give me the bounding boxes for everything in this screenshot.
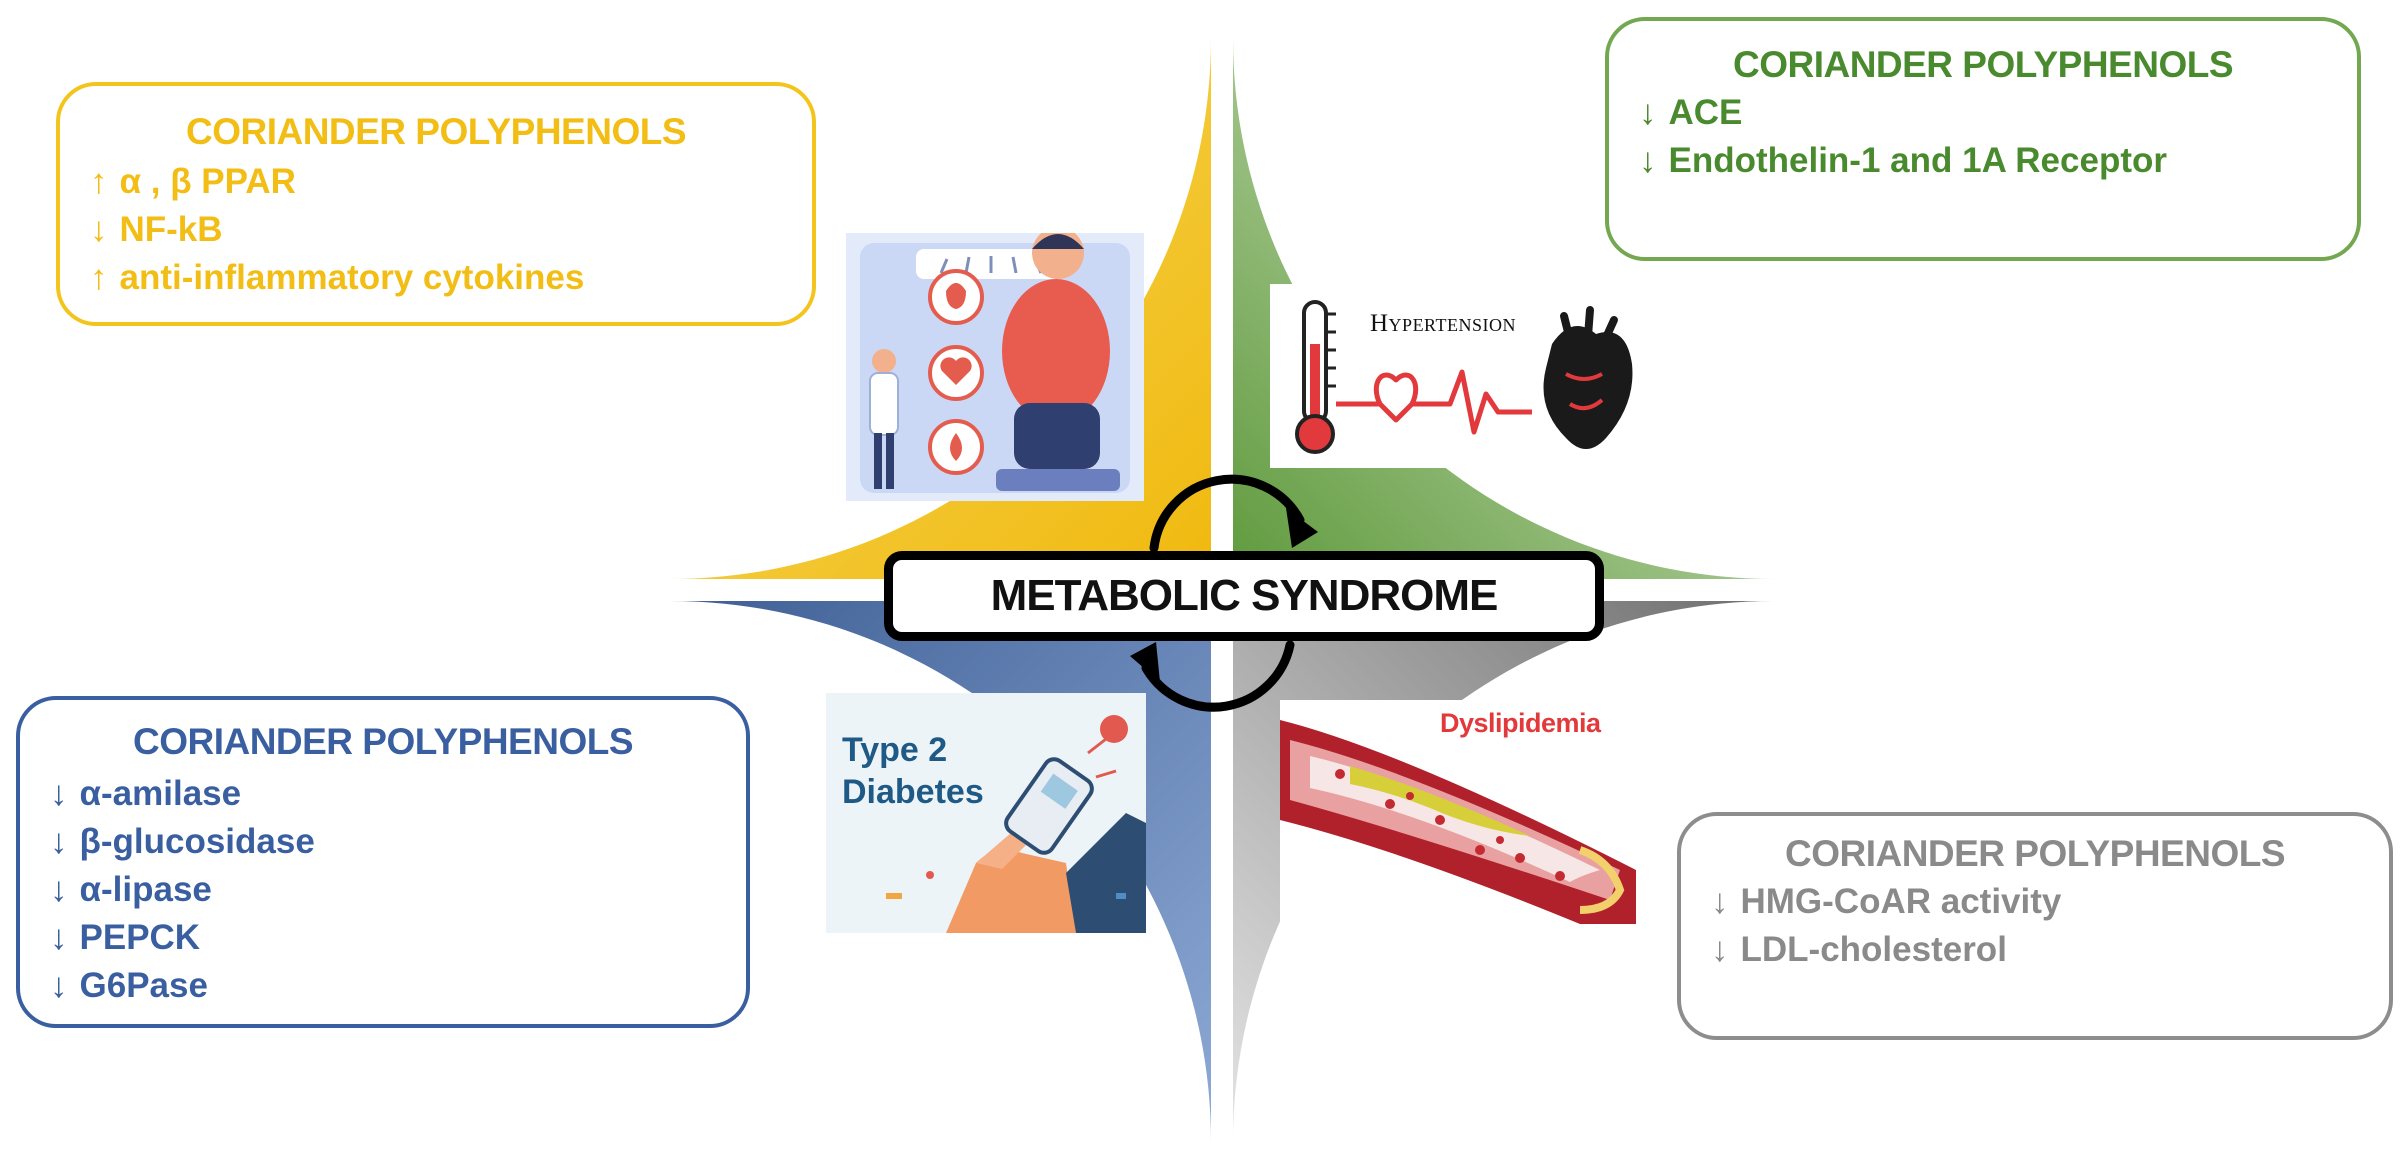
down-arrow-icon: ↓ [1711, 882, 1729, 921]
obesity-polyphenols-box: CORIANDER POLYPHENOLS ↑ α , β PPAR ↓ NF-kB… [56, 82, 816, 326]
effect-text: anti-inflammatory cytokines [119, 258, 585, 297]
effect-item: ↓ α-amilase [50, 770, 716, 818]
down-arrow-icon: ↓ [90, 210, 108, 249]
effect-item: ↓ α-lipase [50, 866, 716, 914]
effect-item: ↓ ACE [1639, 89, 2327, 137]
effect-text: α-amilase [79, 774, 242, 813]
box-heading: CORIANDER POLYPHENOLS [1732, 44, 2234, 85]
effect-text: NF-kB [119, 210, 223, 249]
effect-list: ↓ α-amilase ↓ β-glucosidase ↓ α-lipase ↓ PEP… [50, 770, 716, 1010]
down-arrow-icon: ↓ [50, 870, 68, 909]
effect-item: ↑ α , β PPAR [90, 158, 782, 206]
effect-text: G6Pase [79, 966, 208, 1005]
dyslipidemia-illustration: Dyslipidemia [1280, 700, 1636, 924]
down-arrow-icon: ↓ [1639, 141, 1657, 180]
up-arrow-icon: ↑ [90, 162, 108, 201]
effect-text: ACE [1668, 93, 1743, 132]
box-heading: CORIANDER POLYPHENOLS [185, 111, 687, 152]
diabetes-illustration: Type 2 Diabetes [826, 693, 1146, 933]
cycle-arrow-top [1149, 474, 1305, 553]
effect-text: PEPCK [79, 918, 201, 957]
thermometer-heartbeat-heart-icon [1270, 284, 1644, 468]
down-arrow-icon: ↓ [1639, 93, 1657, 132]
box-heading: CORIANDER POLYPHENOLS [1784, 833, 2286, 874]
effect-text: α-lipase [79, 870, 212, 909]
down-arrow-icon: ↓ [50, 966, 68, 1005]
glucose-meter-icon [826, 693, 1146, 933]
effect-list: ↑ α , β PPAR ↓ NF-kB ↑ anti-inflammatory cy… [90, 158, 782, 302]
effect-item: ↑ anti-inflammatory cytokines [90, 254, 782, 302]
dyslipidemia-polyphenols-box: CORIANDER POLYPHENOLS ↓ HMG-CoAR activity… [1677, 812, 2393, 1040]
effect-list: ↓ HMG-CoAR activity ↓ LDL-cholesterol [1711, 878, 2359, 974]
cycle-arrow-bottom [1141, 640, 1295, 712]
effect-text: Endothelin-1 and 1A Receptor [1668, 141, 2167, 180]
effect-text: LDL-cholesterol [1740, 930, 2007, 969]
effect-item: ↓ Endothelin-1 and 1A Receptor [1639, 137, 2327, 185]
hypertension-caption: Hypertension [1370, 310, 1516, 337]
down-arrow-icon: ↓ [50, 774, 68, 813]
obesity-illustration [846, 233, 1144, 501]
effect-item: ↓ LDL-cholesterol [1711, 926, 2359, 974]
cycle-arrowhead-bottom [1130, 642, 1160, 682]
cycle-arrowhead-top [1286, 508, 1318, 548]
diabetes-caption: Type 2 Diabetes [842, 731, 984, 811]
artery-plaque-icon [1280, 700, 1636, 924]
effect-text: α , β PPAR [119, 162, 296, 201]
effect-item: ↓ G6Pase [50, 962, 716, 1010]
circular-arrows-icon [1130, 474, 1318, 712]
obesity-scale-icon [846, 233, 1144, 501]
down-arrow-icon: ↓ [50, 822, 68, 861]
metabolic-syndrome-label: METABOLIC SYNDROME [884, 551, 1604, 641]
effect-item: ↓ PEPCK [50, 914, 716, 962]
down-arrow-icon: ↓ [50, 918, 68, 957]
effect-text: HMG-CoAR activity [1740, 882, 2062, 921]
effect-item: ↓ NF-kB [90, 206, 782, 254]
box-heading: CORIANDER POLYPHENOLS [132, 721, 634, 762]
effect-item: ↓ β-glucosidase [50, 818, 716, 866]
up-arrow-icon: ↑ [90, 258, 108, 297]
effect-list: ↓ ACE ↓ Endothelin-1 and 1A Receptor [1639, 89, 2327, 185]
effect-text: β-glucosidase [79, 822, 315, 861]
dyslipidemia-caption: Dyslipidemia [1440, 708, 1601, 738]
hypertension-illustration: Hypertension [1270, 284, 1644, 468]
effect-item: ↓ HMG-CoAR activity [1711, 878, 2359, 926]
diabetes-polyphenols-box: CORIANDER POLYPHENOLS ↓ α-amilase ↓ β-gluc… [16, 696, 750, 1028]
down-arrow-icon: ↓ [1711, 930, 1729, 969]
hypertension-polyphenols-box: CORIANDER POLYPHENOLS ↓ ACE ↓ Endothelin-1… [1605, 17, 2361, 261]
